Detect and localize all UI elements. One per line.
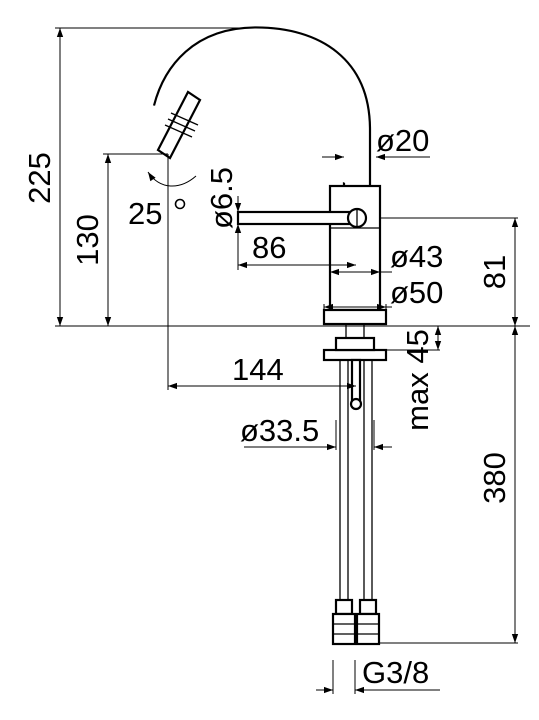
extension-lines — [55, 27, 530, 694]
spout-tip — [156, 90, 202, 160]
faucet-outline — [152, 26, 388, 646]
lever-handle — [236, 210, 358, 226]
label-144: 144 — [232, 352, 284, 387]
label-81: 81 — [477, 255, 512, 289]
hose-connector-left — [331, 598, 357, 646]
fixing-washer — [322, 348, 388, 362]
threaded-rod — [350, 358, 362, 402]
label-g38: G3/8 — [362, 655, 429, 690]
dimension-lines — [56, 28, 519, 694]
label-spout-diameter: ø20 — [376, 123, 429, 158]
dimension-labels: 225 130 25 ø6.5 ø20 86 ø43 81 ø50 max 45… — [22, 123, 512, 690]
label-lever-diameter: ø6.5 — [204, 167, 239, 229]
hose-left — [339, 359, 349, 619]
degree-symbol — [174, 198, 186, 210]
hose-connector-right — [355, 598, 381, 646]
hose-right — [363, 359, 373, 619]
label-86: 86 — [252, 230, 286, 265]
spout-inner-arc — [152, 26, 372, 193]
label-380: 380 — [477, 452, 512, 504]
label-max-45: max 45 — [400, 329, 435, 431]
label-225: 225 — [22, 152, 57, 204]
label-25-angle: 25 — [128, 196, 162, 231]
label-body-diameter: ø43 — [390, 239, 443, 274]
base-flange — [322, 308, 388, 326]
label-shank-diameter: ø33.5 — [240, 413, 319, 448]
label-base-diameter: ø50 — [390, 275, 443, 310]
body-cylinder — [328, 184, 382, 312]
label-130: 130 — [70, 214, 105, 266]
